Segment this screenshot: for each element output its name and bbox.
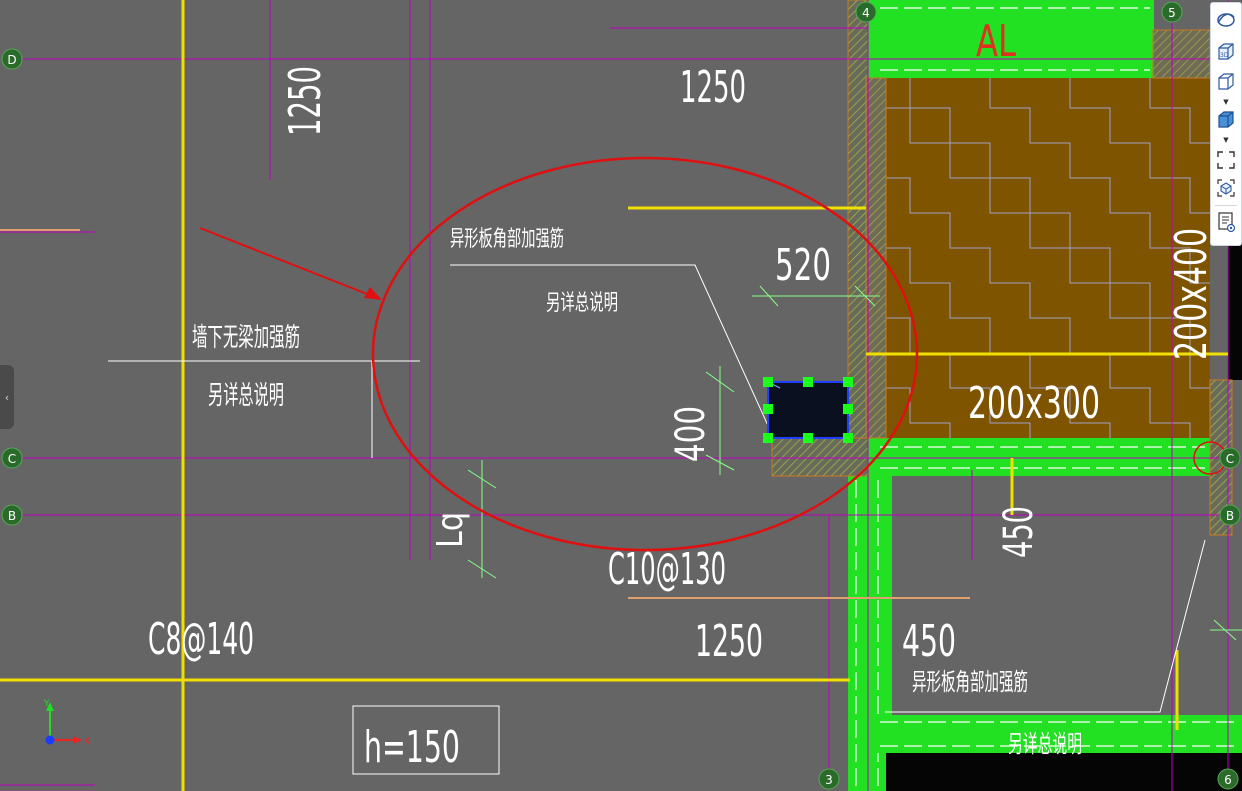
note-wall-rebar-sub: 另详总说明 [208,381,284,411]
orbit-icon [1217,13,1235,27]
svg-text:3: 3 [825,773,833,787]
axis-bubble-4: 4 [855,1,877,23]
shaded-cube-icon [1218,111,1234,128]
dimension-lines [467,285,1242,641]
orbit-button[interactable] [1214,9,1238,31]
dim-450-vertical: 450 [996,506,1042,558]
note-corner-rebar-sub-2: 另详总说明 [1008,730,1082,758]
3d-view-icon: 3D [1218,43,1234,60]
dim-lq: Lq [430,512,471,548]
axis-bubble-3: 3 [818,768,840,790]
svg-text:B: B [8,509,16,523]
slab-thickness-label: h=150 [364,722,460,773]
note-corner-rebar-title: 异形板角部加强筋 [450,227,564,252]
beam-band-top [868,0,1154,78]
axis-bubble-b-right: B [1219,504,1241,526]
rebar-c8-140: C8@140 [148,614,254,665]
ucs-y-label: Y [43,699,50,709]
dim-400: 400 [668,406,714,462]
dim-1250-vertical: 1250 [280,66,331,136]
svg-text:3D: 3D [1220,52,1229,59]
wall-hatch [771,0,1233,536]
side-panel-toggle[interactable]: ‹ [0,365,14,429]
highlight-circle [371,156,919,552]
svg-text:B: B [1226,509,1234,523]
svg-text:6: 6 [1224,773,1232,787]
note-wall-rebar-title: 墙下无梁加强筋 [192,323,300,353]
dim-1250-top: 1250 [680,62,746,113]
properties-panel-icon [1218,212,1236,233]
leader-lines [108,264,1206,713]
axis-bubble-5: 5 [1161,1,1183,23]
chevron-down-icon[interactable]: ▼ [1223,98,1229,106]
dim-1250-bottom: 1250 [695,616,763,667]
dim-450-bottom: 450 [902,616,956,667]
beam-band-middle [868,438,1210,476]
wireframe-cube-button[interactable] [1214,71,1238,93]
note-corner-rebar-sub: 另详总说明 [546,291,618,316]
svg-text:D: D [7,53,16,67]
slab-thickness-box [352,705,500,775]
axis-bubble-c-left: C [1,447,23,469]
chevron-left-icon: ‹ [4,390,10,404]
ucs-axis-icon: Y X [43,699,90,747]
svg-text:C: C [8,452,16,466]
axis-bubble-c-right: C [1219,447,1241,469]
box-view-button[interactable] [1214,177,1238,199]
rebar-orange-lines [0,229,970,599]
cube-view-icon [1218,73,1234,90]
properties-panel-button[interactable] [1214,211,1238,233]
rebar-c10-130: C10@130 [608,544,726,595]
box-view-icon [1217,179,1235,197]
ucs-x-label: X [84,737,90,747]
label-al: AL [976,16,1016,67]
beam-size-200x300: 200x300 [968,378,1100,429]
axis-bubble-6: 6 [1217,768,1239,790]
grip-handles [763,377,853,443]
svg-text:5: 5 [1168,6,1176,20]
3d-view-button[interactable]: 3D [1214,41,1238,63]
svg-text:C: C [1226,452,1234,466]
slab-region [885,78,1210,438]
view-toolbar: 3D ▼ ▼ [1210,2,1242,246]
svg-text:4: 4 [862,6,870,20]
dim-520: 520 [775,240,831,291]
chevron-down-icon[interactable]: ▼ [1223,136,1229,144]
zoom-extents-icon [1217,151,1235,169]
selected-column[interactable] [763,377,853,443]
note-corner-rebar-title-2: 异形板角部加强筋 [912,668,1028,696]
axis-bubble-b-left: B [1,504,23,526]
red-arrow [199,227,382,300]
axis-bubble-d: D [1,48,23,70]
beam-size-200x400: 200x400 [1166,228,1217,360]
zoom-extents-button[interactable] [1214,149,1238,171]
beam-band-bottom [868,715,1242,791]
shaded-cube-button[interactable] [1214,109,1238,131]
